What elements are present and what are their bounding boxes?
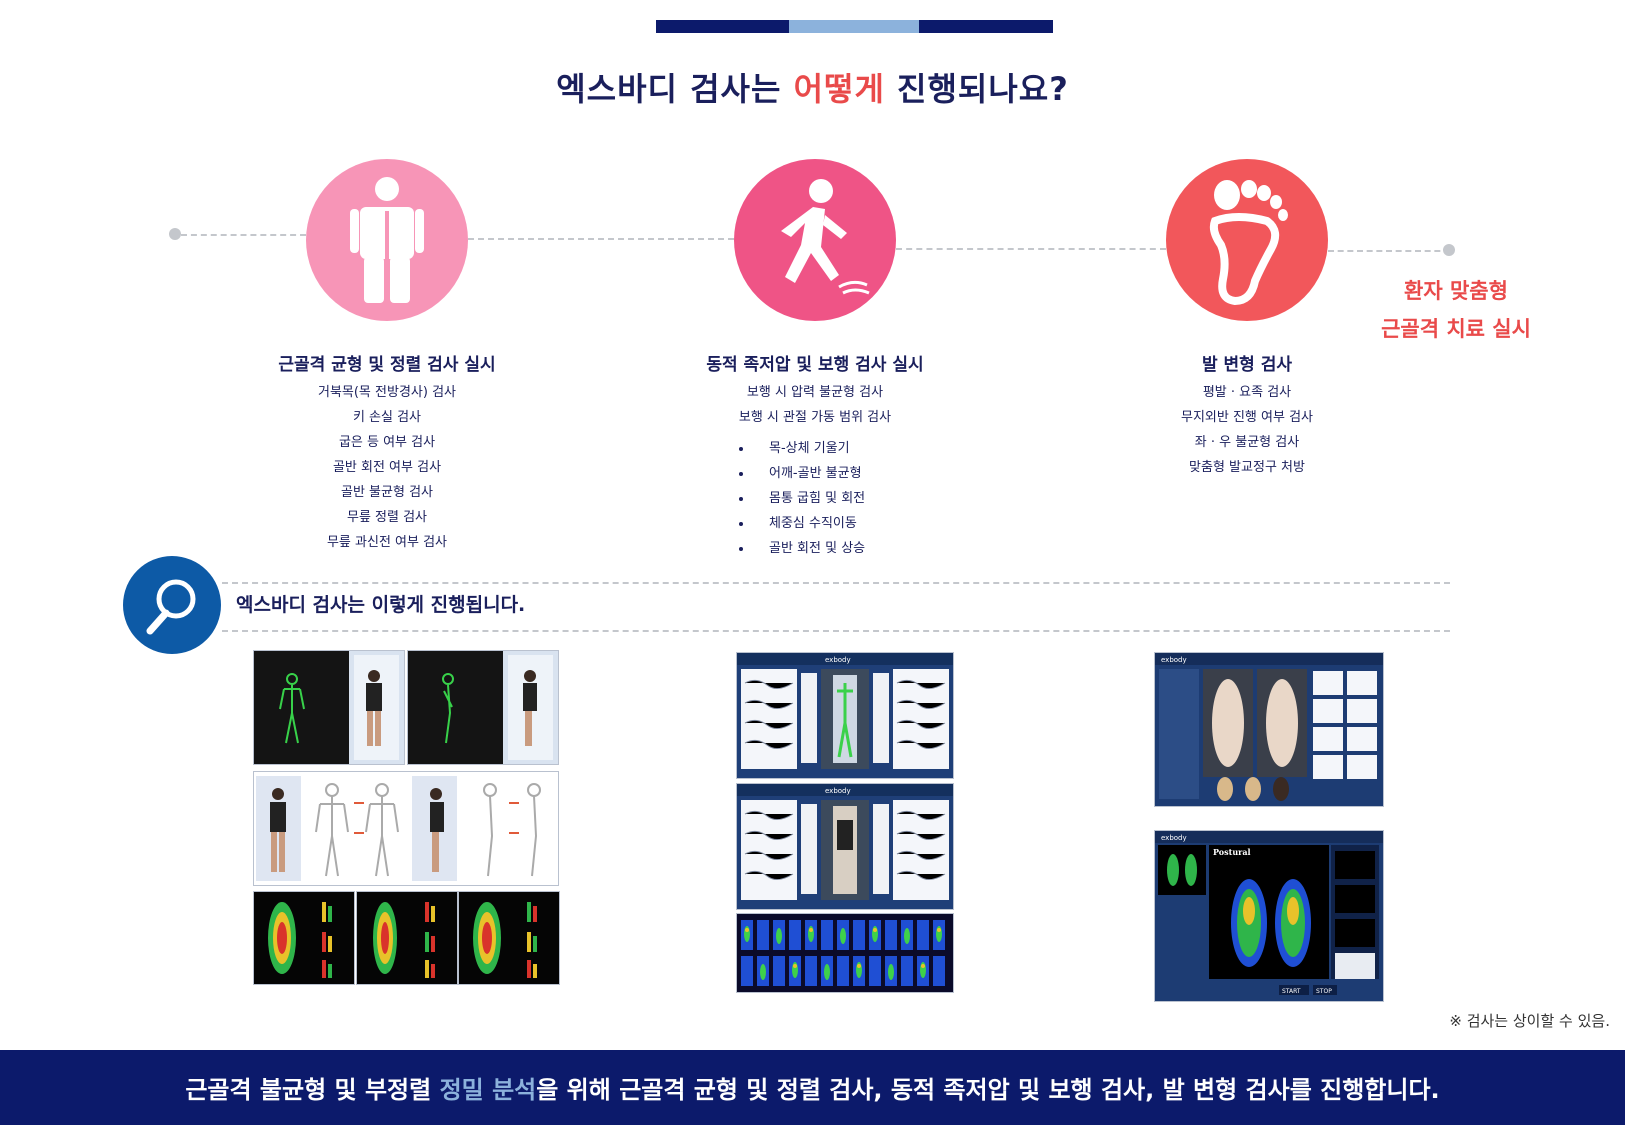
process-dash-top (222, 582, 1450, 584)
footer-text-highlight: 정밀 분석 (439, 1076, 537, 1104)
process-dash-bottom (222, 630, 1450, 632)
timeline-dash (181, 234, 306, 236)
heatmap-graphic (459, 892, 559, 984)
step-1-line: 굽은 등 여부 검사 (338, 435, 436, 450)
step-2-bullet: 목-상체 기울기 (753, 436, 865, 461)
step-2-bullet: 골반 회전 및 상승 (753, 536, 865, 561)
title-after: 진행되나요? (884, 70, 1069, 108)
step-1-line: 거북목(목 전방경사) 검사 (317, 385, 456, 400)
step-2-line: 보행 시 관절 가동 범위 검사 (738, 410, 892, 425)
walking-person-icon (781, 179, 870, 295)
title-before: 엑스바디 검사는 (556, 70, 794, 108)
skeleton-analysis-image (253, 771, 559, 886)
footer-text: 근골격 불균형 및 부정렬 정밀 분석을 위해 근골격 균형 및 정렬 검사, … (185, 1070, 1439, 1105)
timeline-dash (896, 248, 1166, 250)
timeline-end-dot (1443, 244, 1455, 256)
timeline-dash (1328, 250, 1450, 252)
skeleton-graphic (256, 776, 541, 881)
step-1-line: 키 손실 검사 (352, 410, 422, 425)
magnifier-icon (146, 579, 196, 635)
side-note: 환자 맞춤형 근골격 치료 실시 (1376, 272, 1536, 348)
scan-side-graphic (408, 651, 558, 764)
side-note-line: 환자 맞춤형 (1404, 279, 1508, 303)
gait-screen-front: exbody (736, 652, 954, 779)
scan-image-side (407, 650, 559, 765)
step-circle-foot (1166, 159, 1328, 321)
gait-screen-graphic: exbody (737, 784, 953, 909)
step-2-lines: 보행 시 압력 불균형 검사 보행 시 관절 가동 범위 검사 (645, 380, 985, 430)
step-1-line: 골반 회전 여부 검사 (332, 460, 442, 475)
step-3-title: 발 변형 검사 (1201, 355, 1293, 375)
step-1-line: 무릎 과신전 여부 검사 (326, 535, 448, 550)
step-1-line: 무릎 정렬 검사 (346, 510, 428, 525)
step-3-line: 맞춤형 발교정구 처방 (1189, 460, 1305, 475)
foot-scan-graphic: exbody (1155, 653, 1383, 806)
process-label: 엑스바디 검사는 이렇게 진행됩니다. (236, 594, 526, 616)
step-1-lines: 거북목(목 전방경사) 검사 키 손실 검사 굽은 등 여부 검사 골반 회전 … (217, 380, 557, 555)
foot-pressure-brand: exbody (1161, 834, 1187, 842)
step-2-bullet: 몸통 굽힘 및 회전 (753, 486, 865, 511)
foot-pressure-screen: exbody Postural START STOP (1154, 830, 1384, 1002)
step-3-line: 무지외반 진행 여부 검사 (1181, 410, 1313, 425)
standing-person-icon (350, 177, 424, 303)
search-circle (123, 556, 221, 654)
foot-pressure-graphic: exbody Postural START STOP (1155, 831, 1383, 1001)
foot-stop-label: STOP (1316, 988, 1332, 995)
walk-screen-brand: exbody (825, 656, 851, 664)
step-2-bullet: 체중심 수직이동 (753, 511, 865, 536)
scan-front-graphic (254, 651, 404, 764)
footprint-sequence-image (736, 913, 954, 993)
step-1-title: 근골격 균형 및 정렬 검사 실시 (278, 355, 496, 375)
top-accent-bar (656, 20, 1053, 33)
step-3-lines: 평발 · 요족 검사 무지외반 진행 여부 검사 좌 · 우 불균형 검사 맞춤… (1077, 380, 1417, 480)
scan-image-front (253, 650, 405, 765)
foot-start-label: START (1282, 988, 1301, 995)
footer-text-after: 을 위해 근골격 균형 및 정렬 검사, 동적 족저압 및 보행 검사, 발 변… (536, 1076, 1440, 1104)
heatmap-image (356, 891, 458, 985)
step-2-title: 동적 족저압 및 보행 검사 실시 (706, 355, 924, 375)
title-highlight: 어떻게 (793, 70, 885, 108)
disclaimer-note: ※ 검사는 상이할 수 있음. (1449, 1012, 1610, 1030)
page-title: 엑스바디 검사는 어떻게 진행되나요? (0, 64, 1625, 110)
timeline-start-dot (169, 228, 181, 240)
foot-scan-screen: exbody (1154, 652, 1384, 807)
foot-scan-brand: exbody (1161, 656, 1187, 664)
walk-screen-brand: exbody (825, 787, 851, 795)
step-3-line: 좌 · 우 불균형 검사 (1194, 435, 1300, 450)
side-note-line: 근골격 치료 실시 (1381, 317, 1531, 341)
step-2-bullet: 어깨-골반 불균형 (753, 461, 865, 486)
heatmap-image (458, 891, 560, 985)
step-2-bullets: 목-상체 기울기 어깨-골반 불균형 몸통 굽힘 및 회전 체중심 수직이동 골… (735, 436, 865, 561)
footer-banner: 근골격 불균형 및 부정렬 정밀 분석을 위해 근골격 균형 및 정렬 검사, … (0, 1050, 1625, 1125)
step-3-line: 평발 · 요족 검사 (1202, 385, 1292, 400)
top-accent-bar-highlight (789, 20, 919, 33)
step-circle-gait (734, 159, 896, 321)
step-1-line: 골반 불균형 검사 (341, 485, 433, 500)
heatmap-graphic (357, 892, 457, 984)
step-2-line: 보행 시 압력 불균형 검사 (746, 385, 884, 400)
step-circle-posture (306, 159, 468, 321)
gait-screen-back: exbody (736, 783, 954, 910)
foot-screen-title: Postural (1213, 847, 1251, 857)
footer-text-before: 근골격 불균형 및 부정렬 (185, 1076, 440, 1104)
heatmap-image (253, 891, 355, 985)
footprint-sequence-graphic (737, 914, 953, 992)
gait-screen-graphic: exbody (737, 653, 953, 778)
heatmap-graphic (254, 892, 354, 984)
foot-icon (1209, 180, 1288, 305)
timeline-dash (468, 238, 734, 240)
